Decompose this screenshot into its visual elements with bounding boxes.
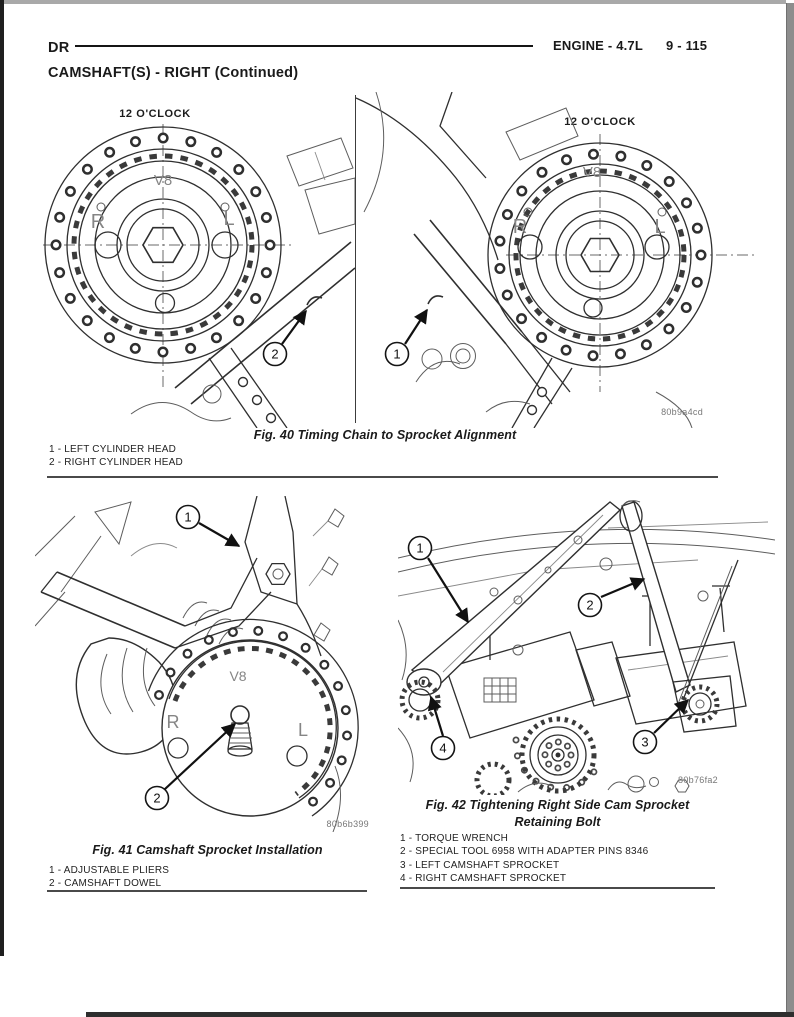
fig40-caption: Fig. 40 Timing Chain to Sprocket Alignme…: [253, 428, 517, 442]
page-edge-top: [0, 0, 786, 4]
callout-3-arrow: [653, 699, 690, 734]
fig40-legend: 1 - LEFT CYLINDER HEAD 2 - RIGHT CYLINDE…: [49, 443, 183, 470]
fig42-rule: [400, 887, 715, 889]
callout-2: 2: [577, 577, 646, 618]
legend-item: 3 - LEFT CAMSHAFT SPROCKET: [400, 859, 560, 871]
fig42-drawing: 1 2 3 4 80b76fa2: [398, 500, 775, 795]
callout-3-number: 3: [641, 735, 648, 750]
header-engine-label: ENGINE - 4.7L: [553, 38, 644, 53]
header-page-number: 9 - 115: [666, 38, 708, 53]
sprocket-l-mark: L: [223, 208, 234, 230]
figure-code: 80b6b399: [327, 819, 369, 829]
callout-1-number: 1: [416, 541, 423, 556]
fig41-drawing: V8 R L 1 2 80b6b399: [35, 496, 369, 832]
fig41-legend: 1 - ADJUSTABLE PLIERS 2 - CAMSHAFT DOWEL: [49, 864, 169, 891]
figure-code: 80b9a4cd: [661, 407, 703, 417]
fig42-legend: 1 - TORQUE WRENCH 2 - SPECIAL TOOL 6958 …: [400, 832, 648, 885]
figure-code: 80b76fa2: [678, 775, 718, 785]
callout-1: 1: [384, 308, 428, 367]
callout-2: 2: [144, 723, 237, 811]
sprocket-v8-mark: V8: [229, 668, 246, 684]
callout-1-arrow: [427, 557, 469, 624]
header-right: ENGINE - 4.7L 9 - 115: [553, 38, 707, 53]
fig40-rule: [47, 476, 718, 478]
callout-1: 1: [407, 535, 469, 624]
callout-4-arrow: [427, 695, 445, 737]
fig40-divider-line: [355, 95, 357, 423]
fig41-caption: Fig. 41 Camshaft Sprocket Installation: [92, 843, 323, 857]
fig40-right-drawing: 12 O'CLOCK V8 R L: [356, 92, 754, 428]
callout-2-number: 2: [271, 347, 278, 362]
fig40-left-drawing: 12 O'CLOCK V8 R L: [43, 108, 355, 428]
timing-mark: [427, 295, 444, 305]
fig42-caption-line2: Retaining Bolt: [514, 815, 601, 829]
fig41-rule: [47, 890, 367, 892]
callout-2-number: 2: [586, 598, 593, 613]
callout-2-arrow: [600, 577, 646, 599]
page-edge-bottom: [86, 1012, 794, 1017]
clock-position-label: 12 O'CLOCK: [119, 108, 191, 120]
sprocket-v8-mark: V8: [583, 164, 601, 181]
legend-item: 1 - TORQUE WRENCH: [400, 833, 509, 844]
callout-2: 2: [262, 309, 307, 367]
callout-2-arrow: [281, 309, 307, 345]
sprocket-l-mark: L: [298, 720, 308, 740]
scrollbar-track[interactable]: [786, 3, 794, 1017]
sprocket-r-mark: R: [91, 211, 105, 233]
sprocket-r-mark: R: [513, 216, 527, 238]
callout-1-number: 1: [184, 510, 191, 525]
sprocket-l-mark: L: [654, 216, 665, 238]
callout-4: 4: [427, 695, 456, 761]
callout-2-number: 2: [153, 791, 160, 806]
page-edge-left: [0, 0, 4, 956]
legend-item: 2 - RIGHT CYLINDER HEAD: [49, 457, 183, 469]
header-model-code: DR: [48, 40, 70, 56]
legend-item: 1 - ADJUSTABLE PLIERS: [49, 865, 170, 876]
legend-item: 2 - CAMSHAFT DOWEL: [49, 878, 162, 890]
callout-3: 3: [632, 699, 690, 755]
section-title: CAMSHAFT(S) - RIGHT (Continued): [48, 65, 299, 81]
legend-item: 1 - LEFT CYLINDER HEAD: [49, 444, 177, 455]
camshaft-dowel: [227, 705, 253, 757]
callout-4-number: 4: [439, 741, 446, 756]
legend-item: 2 - SPECIAL TOOL 6958 WITH ADAPTER PINS …: [400, 846, 649, 858]
callout-1-arrow: [198, 522, 241, 547]
header-rule: [75, 45, 533, 48]
timing-mark: [306, 296, 323, 306]
fig42-caption-line1: Fig. 42 Tightening Right Side Cam Sprock…: [425, 798, 690, 812]
clock-position-label: 12 O'CLOCK: [564, 116, 636, 128]
fig42-caption: Fig. 42 Tightening Right Side Cam Sprock…: [400, 797, 715, 831]
callout-1-number: 1: [393, 347, 400, 362]
callout-1: 1: [175, 504, 241, 547]
legend-item: 4 - RIGHT CAMSHAFT SPROCKET: [400, 872, 567, 884]
sprocket-v8-mark: V8: [154, 172, 172, 189]
sprocket-r-mark: R: [167, 712, 180, 732]
callout-2-arrow: [164, 723, 237, 790]
callout-1-arrow: [404, 308, 428, 345]
